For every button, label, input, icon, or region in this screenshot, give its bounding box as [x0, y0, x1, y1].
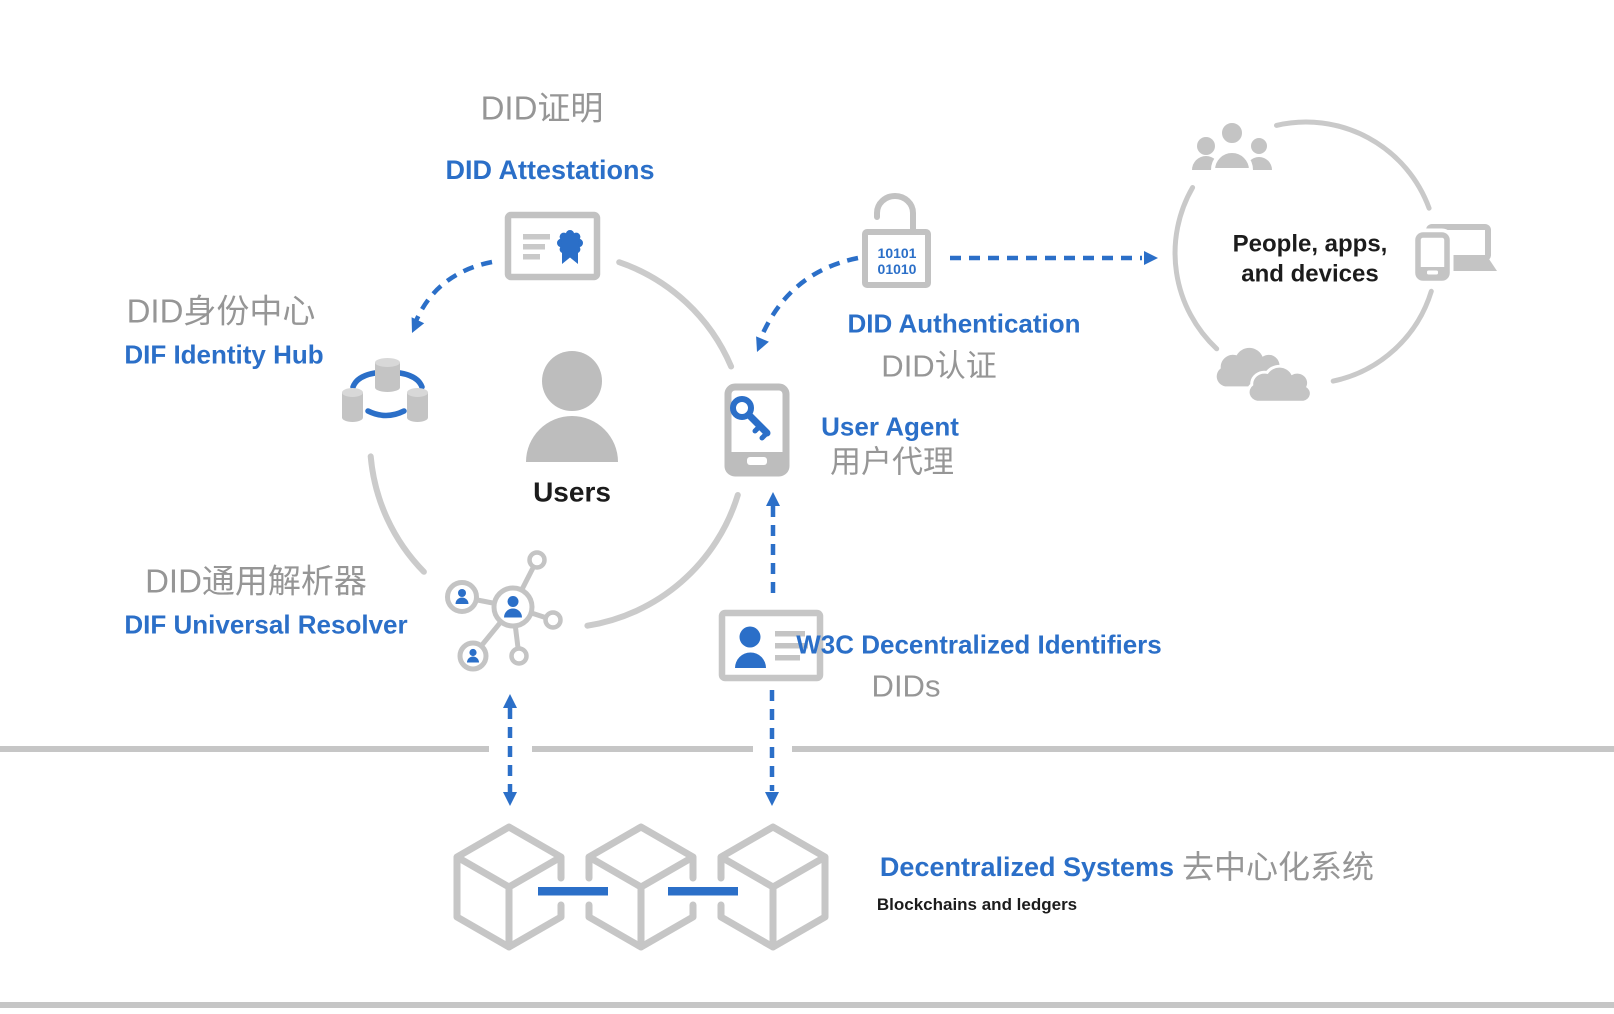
arrow-attestations-to-hub: [411, 259, 493, 333]
hub-sync-arcs: [350, 370, 425, 419]
certificate-icon: [504, 211, 601, 281]
resolver-node-bottom-left: [457, 640, 489, 672]
resolver-node-left: [445, 580, 479, 614]
resolver-label-zh: DID通用解析器: [145, 562, 367, 600]
w3c-dids-label-zh: DIDs: [871, 668, 941, 704]
lock-code-line1: 10101: [877, 245, 917, 261]
people-apps-devices-line2: and devices: [1241, 260, 1379, 288]
attestations-label-zh: DID证明: [480, 89, 604, 127]
id-card-icon: [718, 609, 824, 682]
arrow-lock-to-user-agent: [756, 255, 859, 352]
db-cylinder-right: [407, 388, 428, 422]
identity-hub-label-zh: DID身份中心: [126, 292, 316, 330]
user-agent-label-zh: 用户代理: [830, 444, 954, 480]
people-apps-devices-line1: People, apps,: [1232, 230, 1388, 258]
open-padlock-icon: [862, 193, 931, 288]
key-glyph: [730, 396, 771, 441]
authentication-label-zh: DID认证: [881, 348, 997, 384]
network-graph-icon: [445, 550, 563, 672]
db-cylinder-left: [342, 388, 363, 422]
lock-code-line2: 01010: [877, 261, 917, 277]
attestations-label-en: DID Attestations: [445, 154, 655, 185]
resolver-label-en: DIF Universal Resolver: [124, 609, 408, 640]
arrow-resolver-to-blockchain: [503, 694, 517, 806]
blockchains-ledgers-sublabel: Blockchains and ledgers: [876, 895, 1078, 915]
users-label: Users: [533, 476, 611, 508]
cloud-icon: [1216, 347, 1313, 404]
blockchain-cubes-icon: [453, 823, 829, 951]
arrow-lock-to-people-circle: [950, 251, 1158, 265]
user-silhouette-icon: [526, 351, 618, 462]
arrow-user-agent-to-dids-card: [766, 492, 780, 601]
identity-hub-label-en: DIF Identity Hub: [124, 339, 324, 370]
phone-key-icon: [724, 383, 790, 477]
user-agent-label-en: User Agent: [821, 411, 959, 442]
lock-binary-code: 10101 01010: [878, 245, 917, 277]
w3c-dids-label-en: W3C Decentralized Identifiers: [796, 629, 1162, 660]
people-group-icon: [1192, 119, 1272, 172]
people-circle-arcs: [1172, 119, 1434, 384]
decentralized-systems-label-zh: 去中心化系统: [1181, 849, 1375, 886]
database-cluster-icon: [342, 358, 428, 422]
decentralized-systems-label-en: Decentralized Systems: [879, 851, 1175, 882]
authentication-label-en: DID Authentication: [847, 308, 1081, 339]
resolver-node-center: [491, 585, 535, 629]
phone-laptop-icon: [1411, 224, 1497, 285]
center-circle-arcs: [367, 259, 741, 629]
db-cylinder-top: [375, 358, 400, 392]
arrow-dids-card-to-blockchain: [765, 690, 779, 806]
